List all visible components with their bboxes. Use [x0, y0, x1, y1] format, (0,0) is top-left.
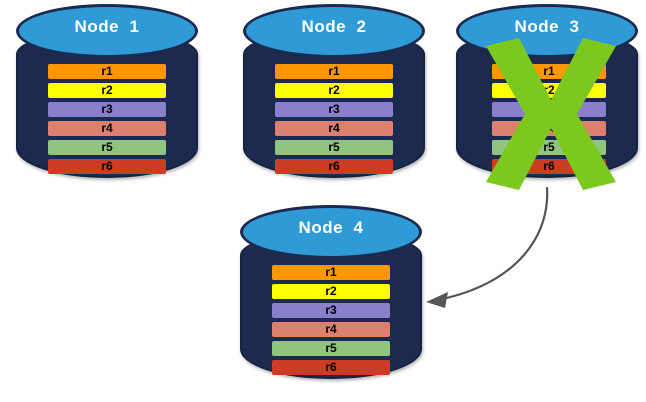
record-r1: r1 — [272, 265, 390, 280]
node-2[interactable]: Node 2 r1 r2 r3 r4 r5 r6 — [243, 4, 425, 182]
node-4-cylinder-top — [240, 205, 422, 259]
record-r4: r4 — [272, 322, 390, 337]
record-r6: r6 — [48, 159, 166, 174]
node-1[interactable]: Node 1 r1 r2 r3 r4 r5 r6 — [16, 4, 198, 182]
record-r5: r5 — [48, 140, 166, 155]
record-r1: r1 — [275, 64, 393, 79]
record-r3: r3 — [275, 102, 393, 117]
record-r5: r5 — [492, 140, 606, 155]
record-r3: r3 — [272, 303, 390, 318]
node-4-records: r1 r2 r3 r4 r5 r6 — [272, 265, 390, 375]
record-r5: r5 — [272, 341, 390, 356]
record-r6: r6 — [275, 159, 393, 174]
record-r1: r1 — [48, 64, 166, 79]
node-4-title: Node 4 — [298, 218, 364, 237]
node-2-cylinder-top — [243, 4, 425, 58]
record-r3: r3 — [492, 102, 606, 117]
node-4[interactable]: Node 4 r1 r2 r3 r4 r5 r6 — [240, 205, 422, 383]
record-r2: r2 — [272, 284, 390, 299]
record-r1: r1 — [492, 64, 606, 79]
replication-arrow — [426, 186, 549, 308]
node-3[interactable]: Node 3 r1 r2 r3 r4 r5 r6 — [456, 4, 638, 182]
node-3-title: Node 3 — [514, 17, 580, 36]
record-r3: r3 — [48, 102, 166, 117]
record-r2: r2 — [48, 83, 166, 98]
record-r6: r6 — [272, 360, 390, 375]
record-r6: r6 — [492, 159, 606, 174]
record-r4: r4 — [492, 121, 606, 136]
node-3-records: r1 r2 r3 r4 r5 r6 — [492, 64, 606, 174]
record-r5: r5 — [275, 140, 393, 155]
node-1-cylinder-top — [16, 4, 198, 58]
node-1-title: Node 1 — [74, 17, 140, 36]
node-2-title: Node 2 — [301, 17, 367, 36]
record-r2: r2 — [275, 83, 393, 98]
record-r4: r4 — [48, 121, 166, 136]
record-r2: r2 — [492, 83, 606, 98]
node-2-records: r1 r2 r3 r4 r5 r6 — [275, 64, 393, 174]
node-1-records: r1 r2 r3 r4 r5 r6 — [48, 64, 166, 174]
record-r4: r4 — [275, 121, 393, 136]
